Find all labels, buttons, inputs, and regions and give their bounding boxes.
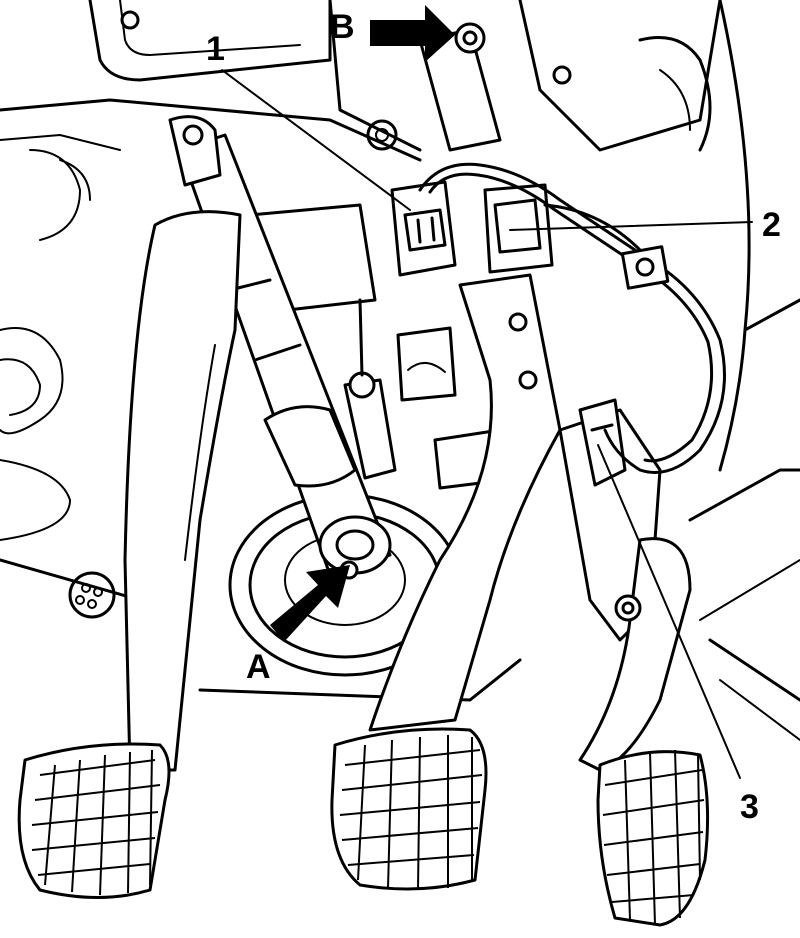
label-part-2: 2 (762, 206, 781, 244)
right-bulkhead (518, 0, 800, 741)
label-part-3: 3 (740, 788, 759, 826)
brake-pedal (330, 273, 562, 891)
switch-1 (390, 180, 457, 277)
sensor-3 (578, 398, 627, 487)
label-part-1: 1 (206, 30, 225, 68)
leader-lines (221, 69, 753, 779)
switch-2 (483, 183, 554, 274)
arrow-b-pointer (370, 5, 486, 62)
arrow-a-pointer (270, 565, 350, 642)
leader-line-2 (509, 221, 753, 231)
label-arrow-a: A (246, 648, 271, 686)
pushrod (343, 298, 397, 480)
accelerator-pedal (558, 408, 710, 927)
clutch-pedal (17, 210, 242, 899)
label-arrow-b: B (330, 8, 355, 46)
leader-line-1 (221, 69, 411, 211)
upper-bulkhead (0, 0, 422, 162)
leader-line-3 (597, 444, 741, 779)
wiring-harness (418, 162, 726, 474)
